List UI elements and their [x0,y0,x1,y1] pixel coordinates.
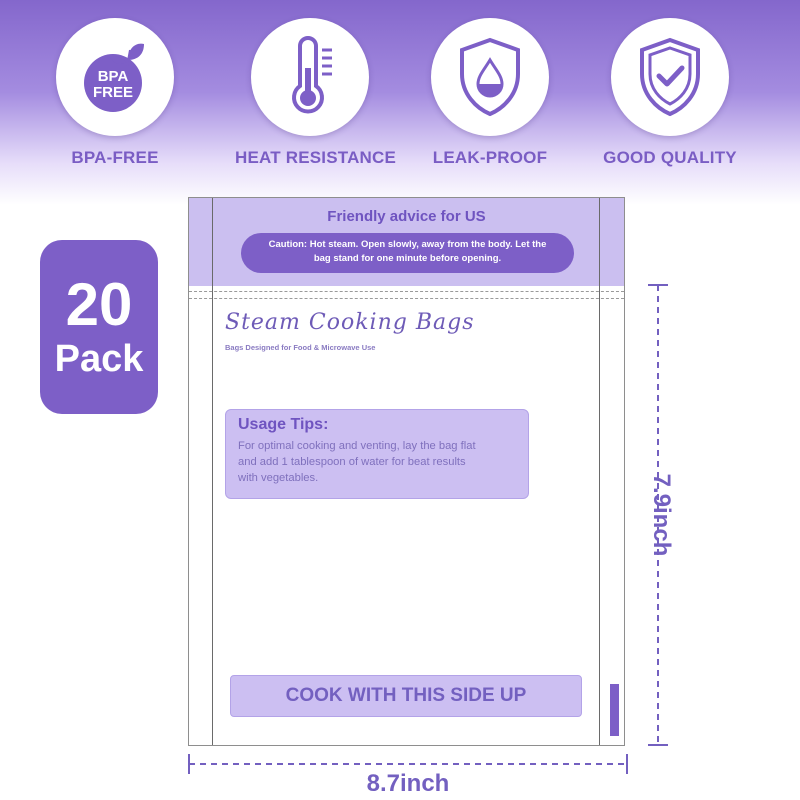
vent-strip [610,684,619,736]
shield-droplet-icon [460,37,520,117]
feature-circle [611,18,729,136]
tips-line: with vegetables. [238,472,319,484]
brand-title: Steam Cooking Bags [225,310,475,335]
feature-leak-proof: LEAK-PROOF [415,18,565,168]
bag-zip-line [189,291,624,292]
feature-circle [251,18,369,136]
feature-good-quality: GOOD QUALITY [595,18,745,168]
caution-banner: Caution: Hot steam. Open slowly, away fr… [241,233,574,273]
feature-label-heat-resistance: HEAT RESISTANCE [235,148,397,167]
feature-label-bpa-free: BPA-FREE [71,148,159,167]
bpa-free-leaf-icon: BPA FREE [84,43,144,112]
feature-circle [431,18,549,136]
caution-line: Caution: Hot steam. Open slowly, away fr… [268,239,547,250]
steam-bag: Friendly advice for US Caution: Hot stea… [188,197,625,746]
thermometer-icon [292,36,332,114]
bag-left-seal [212,198,213,745]
height-value: 7.9inch [648,473,675,557]
height-dimension-line [648,284,668,746]
usage-tips-box: Usage Tips: For optimal cooking and vent… [225,409,529,499]
usage-tips-title: Usage Tips: [238,416,329,433]
pack-word: Pack [54,338,144,380]
pack-count-badge: 20 Pack [40,240,158,414]
cook-side-up-label: COOK WITH THIS SIDE UP [230,675,582,717]
feature-label-good-quality: GOOD QUALITY [603,148,737,167]
bag-right-seal [599,198,600,745]
feature-label-leak-proof: LEAK-PROOF [432,148,548,167]
caution-line: bag stand for one minute before opening. [313,253,502,264]
brand-subtitle: Bags Designed for Food & Microwave Use [225,343,376,352]
shield-check-icon [640,37,700,117]
usage-tips-body: For optimal cooking and venting, lay the… [238,438,516,486]
pack-count: 20 [65,271,133,338]
svg-text:BPA: BPA [98,68,129,85]
bag-zip-line [189,298,624,299]
width-dimension-line [188,754,628,774]
advice-title: Friendly advice for US [327,208,486,225]
width-dimension-label: 8.7inch [366,770,450,797]
tips-line: and add 1 tablespoon of water for beat r… [238,456,466,468]
tips-line: For optimal cooking and venting, lay the… [238,440,476,452]
feature-bpa-free: BPA FREE BPA-FREE [40,18,190,168]
feature-heat-resistance: HEAT RESISTANCE [235,18,397,168]
svg-text:FREE: FREE [93,84,133,101]
feature-circle: BPA FREE [56,18,174,136]
